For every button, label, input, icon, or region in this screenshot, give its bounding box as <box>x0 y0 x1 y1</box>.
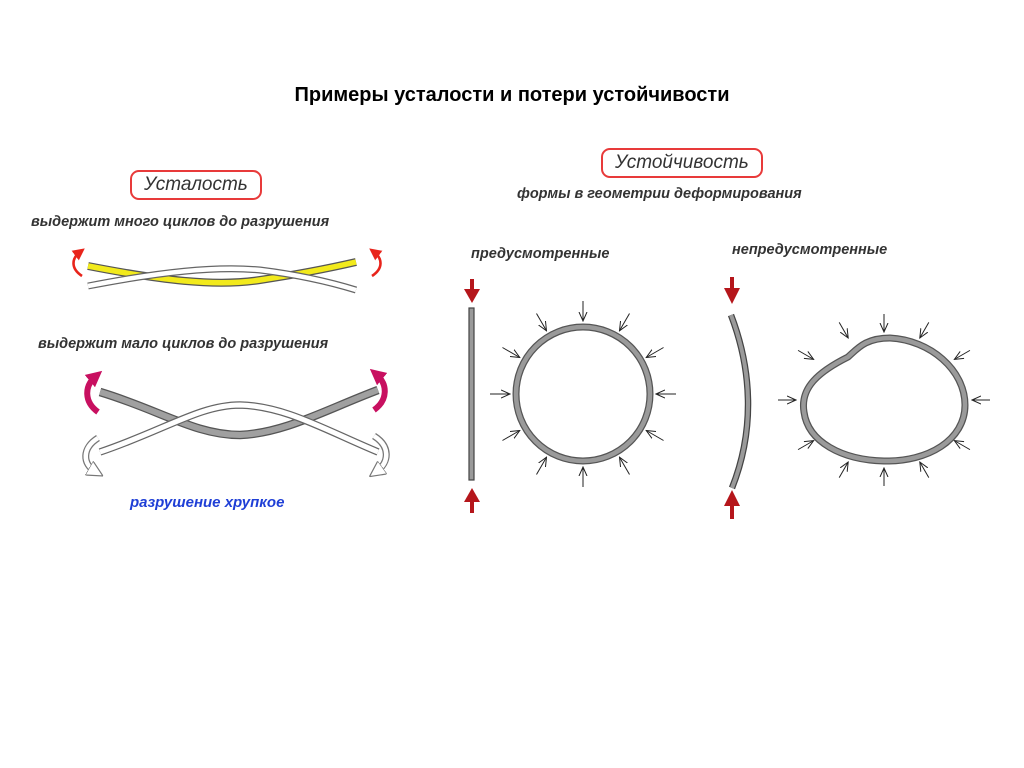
caption-unplanned-forms: непредусмотренные <box>732 242 888 258</box>
caption-brittle-fracture: разрушение хрупкое <box>130 494 285 511</box>
red-rotation-arrow-left <box>71 248 85 278</box>
magenta-rotation-arrow-right <box>369 368 388 413</box>
magenta-rotation-arrow-left <box>84 370 103 415</box>
pressure-arrow <box>502 347 519 358</box>
caption-deformation-forms: формы в геометрии деформирования <box>517 186 802 202</box>
pressure-arrow <box>838 322 848 338</box>
caption-planned-forms: предусмотренные <box>471 246 610 262</box>
white-rotation-arrow-right <box>374 434 389 472</box>
buckled-force-top-arrow <box>724 277 740 304</box>
white-rotation-arrow-left <box>83 436 98 472</box>
pressure-arrow <box>502 431 519 441</box>
pressure-arrow <box>797 441 814 451</box>
pressure-arrow <box>838 462 848 478</box>
column-force-top-arrow <box>464 279 480 303</box>
ring-pressure-arrows <box>490 301 676 487</box>
fatigue-label-box: Усталость <box>130 170 262 200</box>
stability-label-box: Устойчивость <box>601 148 763 178</box>
caption-few-cycles: выдержит мало циклов до разрушения <box>38 336 329 352</box>
red-rotation-arrow-right <box>369 248 383 278</box>
pressure-arrow <box>646 431 664 441</box>
straight-column <box>468 307 475 481</box>
buckled-force-bottom-arrow <box>724 490 740 519</box>
beam-many-cycles-white <box>87 265 358 294</box>
buckled-column <box>729 314 750 489</box>
pressure-arrow <box>646 347 664 358</box>
blob-pressure-arrows <box>778 314 990 486</box>
pressure-arrow <box>620 313 630 330</box>
beam-few-cycles-grey <box>98 386 380 440</box>
ring-unplanned <box>801 335 968 464</box>
caption-many-cycles: выдержит много циклов до разрушения <box>31 214 330 230</box>
pressure-arrow <box>920 322 930 338</box>
pressure-arrow <box>954 349 971 359</box>
ring-planned-fill <box>513 324 653 464</box>
pressure-arrow <box>620 457 630 475</box>
beam-few-cycles-white <box>98 401 380 456</box>
pressure-arrow <box>797 349 814 359</box>
pressure-arrow <box>536 313 547 330</box>
pressure-arrow <box>536 457 547 475</box>
pressure-arrow <box>954 441 971 451</box>
page-title: Примеры усталости и потери устойчивости <box>294 84 730 106</box>
pressure-arrow <box>920 462 930 478</box>
column-force-bottom-arrow <box>464 488 480 513</box>
